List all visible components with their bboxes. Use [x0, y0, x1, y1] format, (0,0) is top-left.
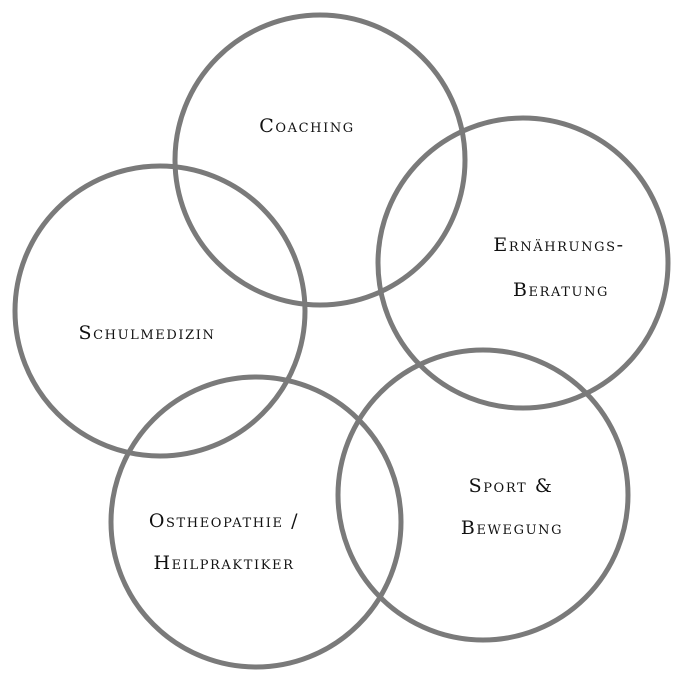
- ring-coaching: [172, 12, 468, 308]
- label-schulmedizin: Schulmedizin: [79, 322, 216, 344]
- label-heilpraktiker: Heilpraktiker: [153, 552, 294, 574]
- circle-schulmedizin: Schulmedizin: [12, 163, 308, 459]
- circle-ostheopathie: Ostheopathie / Heilpraktiker: [108, 374, 404, 670]
- ring-ernaehrungsberatung: [375, 115, 671, 411]
- label-coaching: Coaching: [259, 115, 355, 137]
- label-sport: Sport &: [469, 475, 554, 497]
- ring-ostheopathie: [108, 374, 404, 670]
- label-ostheopathie: Ostheopathie /: [149, 510, 299, 532]
- label-beratung: Beratung: [513, 279, 609, 301]
- circle-ernaehrungsberatung: Ernährungs- Beratung: [375, 115, 671, 411]
- label-bewegung: Bewegung: [461, 517, 563, 539]
- circle-coaching: Coaching: [172, 12, 468, 308]
- label-ernaehrungs: Ernährungs-: [493, 234, 624, 256]
- circle-sport: Sport & Bewegung: [335, 347, 631, 643]
- ring-sport: [335, 347, 631, 643]
- ring-schulmedizin: [12, 163, 308, 459]
